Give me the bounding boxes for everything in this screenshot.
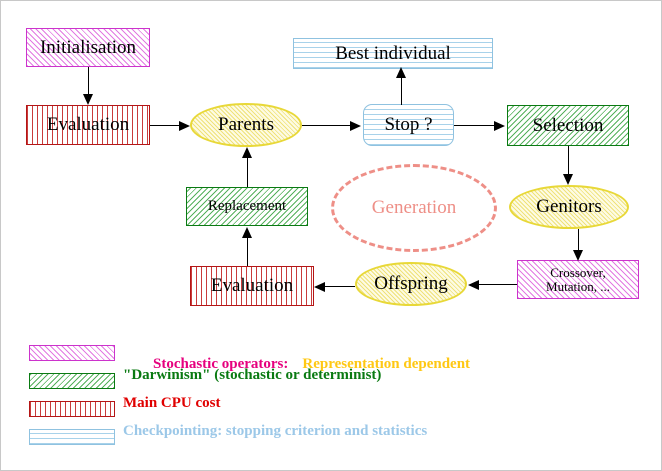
edge-selection-to-genitors — [568, 146, 569, 176]
edge-offspring-to-eval — [325, 286, 355, 287]
node-parents-label: Parents — [218, 114, 274, 136]
legend-row-stochastic: Stochastic operators: Representation depe… — [1, 342, 661, 372]
node-evaluation-bottom-label: Evaluation — [210, 275, 294, 297]
legend-label-cpu-cost: Main CPU cost — [123, 395, 221, 411]
legend-row-cpu-cost: Main CPU cost — [1, 395, 661, 422]
node-offspring-label: Offspring — [374, 273, 448, 295]
node-selection[interactable]: Selection — [507, 105, 629, 146]
legend-swatch-red — [29, 401, 115, 417]
legend-label-checkpointing: Checkpointing: stopping criterion and st… — [123, 423, 428, 439]
edge-eval-to-parents — [150, 125, 182, 126]
arrowhead-parents-to-stop — [350, 121, 361, 131]
node-best-individual[interactable]: Best individual — [293, 38, 493, 69]
legend-label-stochastic-part2: Representation dependent — [302, 356, 471, 372]
edge-stop-to-best — [401, 71, 402, 105]
edge-init-to-eval — [88, 67, 89, 97]
legend-row-checkpointing: Checkpointing: stopping criterion and st… — [1, 423, 661, 450]
node-crossover-mutation-label: Crossover, Mutation, ... — [546, 264, 610, 294]
arrowhead-selection-to-genitors — [563, 174, 573, 185]
legend-row-darwinism: "Darwinism" (stochastic or determinist) — [1, 367, 661, 394]
edge-genitors-to-crossover — [578, 229, 579, 253]
node-genitors[interactable]: Genitors — [509, 185, 629, 229]
node-evaluation-top-label: Evaluation — [46, 114, 130, 136]
node-generation[interactable]: Generation — [331, 164, 497, 252]
arrowhead-init-to-eval — [83, 94, 93, 105]
arrowhead-eval-to-replacement — [242, 227, 252, 238]
edge-parents-to-stop — [302, 125, 352, 126]
node-evaluation-bottom[interactable]: Evaluation — [190, 266, 314, 306]
legend-label-stochastic-part1: Stochastic operators: — [153, 356, 289, 372]
node-replacement[interactable]: Replacement — [186, 187, 308, 226]
node-evaluation-top[interactable]: Evaluation — [26, 105, 150, 145]
node-crossover-mutation[interactable]: Crossover, Mutation, ... — [517, 260, 639, 299]
arrowhead-eval-to-parents — [179, 121, 190, 131]
edge-eval-to-replacement — [247, 229, 248, 266]
arrowhead-stop-to-selection — [494, 121, 505, 131]
node-initialisation[interactable]: Initialisation — [26, 28, 150, 67]
arrowhead-replacement-to-parents — [242, 147, 252, 158]
node-genitors-label: Genitors — [536, 196, 602, 218]
arrowhead-stop-to-best — [396, 67, 406, 78]
edge-crossover-to-offspring — [479, 284, 517, 285]
node-replacement-label: Replacement — [207, 197, 287, 214]
legend-swatch-green — [29, 373, 115, 389]
edge-replacement-to-parents — [247, 151, 248, 187]
node-offspring[interactable]: Offspring — [355, 262, 467, 306]
legend-label-stochastic: Stochastic operators: Representation depe… — [123, 339, 470, 390]
node-generation-label: Generation — [371, 197, 457, 219]
arrowhead-crossover-to-offspring — [468, 280, 479, 290]
legend-swatch-magenta — [29, 345, 115, 361]
arrowhead-offspring-to-eval — [314, 282, 325, 292]
node-initialisation-label: Initialisation — [39, 36, 137, 58]
node-best-individual-label: Best individual — [335, 42, 451, 64]
legend-swatch-blue — [29, 429, 115, 445]
node-stop[interactable]: Stop ? — [363, 104, 454, 146]
node-selection-label: Selection — [532, 114, 604, 136]
node-parents[interactable]: Parents — [190, 103, 302, 147]
arrowhead-genitors-to-crossover — [573, 250, 583, 261]
legend-label-darwinism: "Darwinism" (stochastic or determinist) — [123, 367, 382, 383]
node-stop-label: Stop ? — [384, 114, 433, 136]
edge-stop-to-selection — [454, 125, 496, 126]
